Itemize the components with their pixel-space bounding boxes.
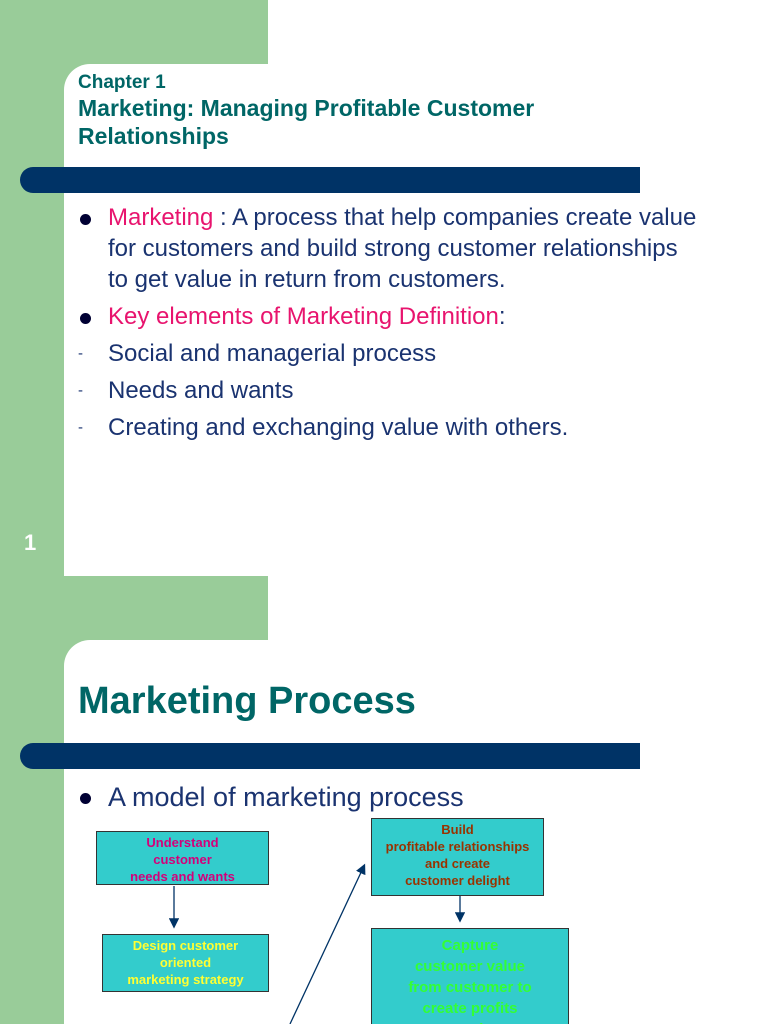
box-understand-needs: Understand customer needs and wants <box>96 831 269 885</box>
slide-title-line-1: Marketing: Managing Profitable Customer <box>78 95 535 121</box>
box-text: from customer to <box>408 979 532 996</box>
bullet-model: A model of marketing process <box>78 780 698 814</box>
box-text: needs and wants <box>130 869 235 884</box>
box-capture-value: Capture customer value from customer to … <box>371 928 569 1024</box>
sub-item: - Needs and wants <box>78 375 698 406</box>
box-text: customer value <box>414 958 526 975</box>
bullet-key-elements: Key elements of Marketing Definition: <box>78 301 698 332</box>
bullet-marketing-definition: Marketing : A process that help companie… <box>78 202 698 295</box>
box-build-relationships: Build profitable relationships and creat… <box>371 818 544 896</box>
dash-icon: - <box>78 382 83 399</box>
bullet-list: A model of marketing process <box>78 780 698 820</box>
sub-item: - Creating and exchanging value with oth… <box>78 412 698 443</box>
box-text: Capture <box>441 937 499 954</box>
sub-item: - Social and managerial process <box>78 338 698 369</box>
title-divider-bar <box>20 743 640 769</box>
box-text: Understand <box>146 835 219 850</box>
box-text: and <box>372 1019 568 1024</box>
page-number: 1 <box>24 530 37 555</box>
box-text: marketing strategy <box>127 972 244 987</box>
bullet-icon <box>80 793 91 804</box>
key-elements-colon: : <box>498 303 506 330</box>
box-text: Build <box>441 822 474 837</box>
term-key-elements: Key elements of Marketing Definition <box>108 303 499 330</box>
box-design-strategy: Design customer oriented marketing strat… <box>102 934 269 992</box>
bullet-list: Marketing : A process that help companie… <box>78 202 698 449</box>
bullet-text: A model of marketing process <box>108 782 464 812</box>
box-text: Design customer <box>132 938 239 953</box>
bullet-icon <box>80 214 91 225</box>
diagram-arrows <box>168 863 466 1024</box>
title-divider-bar <box>20 167 640 193</box>
sub-item-text: Creating and exchanging value with other… <box>108 414 569 441</box>
box-text: customer <box>153 852 212 867</box>
slide-title-line-2: Relationships <box>78 123 229 149</box>
slide-title: Marketing: Managing Profitable Customer … <box>78 94 638 150</box>
box-text: create profits <box>422 1000 518 1017</box>
definition-text: : A process that help companies create v… <box>108 204 697 293</box>
sub-item-text: Needs and wants <box>108 377 294 404</box>
box-text: profitable relationships <box>385 839 530 854</box>
bullet-icon <box>80 313 91 324</box>
arrow-diagonal <box>289 863 366 1024</box>
box-text: and create <box>424 856 491 871</box>
slide-1: Chapter 1 Marketing: Managing Profitable… <box>0 0 768 576</box>
dash-icon: - <box>78 419 83 436</box>
box-text: customer delight <box>405 873 510 888</box>
slide-2: Marketing Process A model of marketing p… <box>0 576 768 1024</box>
slide-title: Marketing Process <box>78 680 416 722</box>
term-marketing: Marketing <box>108 204 214 231</box>
content-panel <box>64 64 768 576</box>
chapter-label: Chapter 1 <box>78 72 166 93</box>
dash-icon: - <box>78 345 83 362</box>
sub-item-text: Social and managerial process <box>108 340 437 367</box>
box-text: oriented <box>159 955 212 970</box>
